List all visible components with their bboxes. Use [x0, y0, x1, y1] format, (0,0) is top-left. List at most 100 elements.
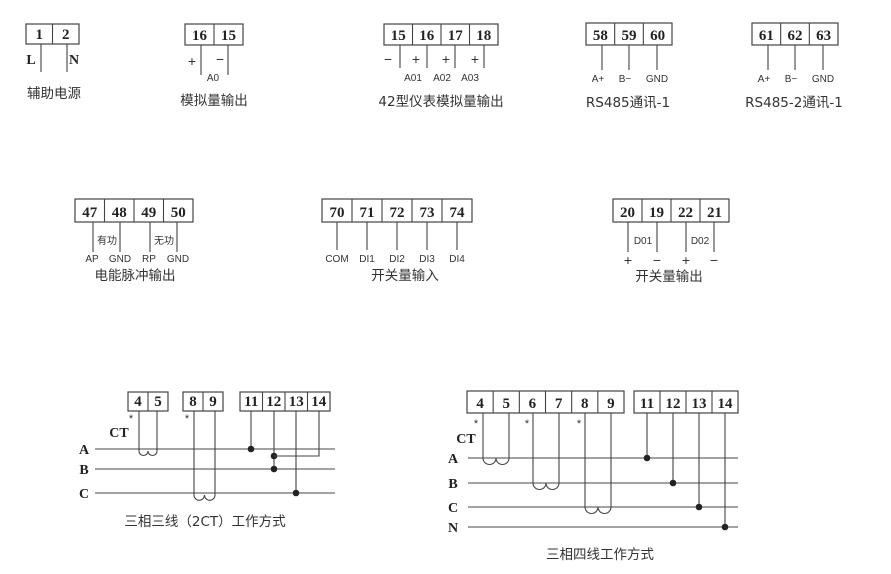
polarity-sign: +	[188, 53, 196, 69]
terminal-number: 63	[816, 28, 831, 44]
terminal-number: 16	[419, 28, 435, 44]
polarity-sign: +	[442, 51, 450, 67]
terminal-label: B−	[785, 74, 798, 85]
terminal-label: A02	[433, 73, 451, 84]
terminal-number: 60	[650, 28, 665, 44]
block-caption: 开关量输入	[371, 268, 439, 284]
junction-dot	[669, 479, 677, 487]
terminal-label: RP	[142, 254, 156, 265]
terminal-label: GND	[812, 74, 834, 85]
polarity-mark: *	[129, 413, 134, 425]
terminal-number: 14	[718, 396, 734, 412]
terminal-number: 12	[266, 394, 281, 410]
terminal-number: 22	[678, 205, 693, 221]
block-caption: 42型仪表模拟量输出	[378, 94, 503, 110]
terminal-number: 11	[244, 394, 258, 410]
phase-label: B	[79, 463, 88, 478]
terminal-number: 50	[171, 205, 186, 221]
block-caption: 开关量输出	[635, 269, 703, 285]
terminal-label: DI4	[449, 254, 465, 265]
terminal-block: 4 5 6 7 8 9	[466, 390, 625, 414]
terminal-label: DI2	[389, 254, 405, 265]
terminal-number: 9	[209, 394, 217, 410]
polarity-sign: +	[412, 51, 420, 67]
terminal-number: 9	[607, 396, 615, 412]
terminal-number: 18	[476, 28, 491, 44]
terminal-label: N	[69, 53, 79, 68]
polarity-sign: −	[710, 252, 718, 268]
terminal-label: A0	[207, 73, 220, 84]
group-label: D01	[634, 236, 653, 247]
ct-coil-c	[193, 411, 216, 501]
terminal-number: 62	[788, 28, 803, 44]
terminal-number: 4	[476, 396, 484, 412]
junction-dot	[695, 503, 703, 511]
diagram-caption: 三相四线工作方式	[546, 547, 654, 563]
terminal-number: 61	[759, 28, 774, 44]
polarity-sign: −	[216, 51, 224, 67]
terminal-number: 70	[330, 205, 345, 221]
terminal-label: B−	[619, 74, 632, 85]
terminal-label: GND	[646, 74, 668, 85]
terminal-number: 59	[622, 28, 637, 44]
terminal-number: 4	[134, 394, 142, 410]
ct-coil-c	[584, 413, 612, 515]
ct-coil-a	[138, 411, 158, 457]
phase-label: N	[448, 521, 458, 536]
terminal-label: AP	[85, 254, 99, 265]
terminal-number: 48	[112, 205, 127, 221]
block-caption: 辅助电源	[27, 86, 81, 102]
terminal-number: 13	[289, 394, 304, 410]
terminal-number: 14	[311, 394, 327, 410]
terminal-label: GND	[167, 254, 189, 265]
terminal-number: 49	[141, 205, 156, 221]
ct-coil-a	[482, 413, 510, 466]
phase-label: C	[79, 487, 89, 502]
terminal-number: 47	[82, 205, 98, 221]
terminal-block: 61 62 63	[751, 22, 839, 46]
terminal-number: 5	[503, 396, 511, 412]
block-caption: 模拟量输出	[180, 93, 248, 109]
terminal-label: A03	[461, 73, 479, 84]
polarity-sign: −	[653, 252, 661, 268]
polarity-sign: +	[682, 252, 690, 268]
terminal-number: 74	[450, 205, 466, 221]
polarity-mark: *	[525, 418, 530, 430]
phase-label: C	[448, 501, 458, 516]
terminal-number: 6	[529, 396, 537, 412]
block-caption: RS485通讯-1	[586, 95, 670, 111]
voltage-wire-14	[274, 411, 320, 457]
junction-dot	[643, 454, 651, 462]
terminal-number: 15	[221, 28, 236, 44]
junction-dot	[270, 465, 278, 473]
analog-output-block: 16 15 + − A0 模拟量输出	[180, 23, 248, 109]
terminal-label: L	[26, 53, 35, 68]
terminal-label: A+	[592, 74, 605, 85]
polarity-sign: +	[624, 252, 632, 268]
polarity-mark: *	[185, 413, 190, 425]
terminal-label: A+	[758, 74, 771, 85]
terminal-number: 17	[448, 28, 464, 44]
phase-label: B	[448, 477, 457, 492]
terminal-number: 16	[192, 28, 208, 44]
terminal-block: 47 48 49 50	[74, 198, 194, 223]
terminal-number: 8	[189, 394, 197, 410]
terminal-number: 20	[620, 205, 635, 221]
terminal-number: 8	[581, 396, 589, 412]
junction-dot	[292, 489, 300, 497]
terminal-number: 73	[420, 205, 435, 221]
terminal-number: 7	[555, 396, 563, 412]
